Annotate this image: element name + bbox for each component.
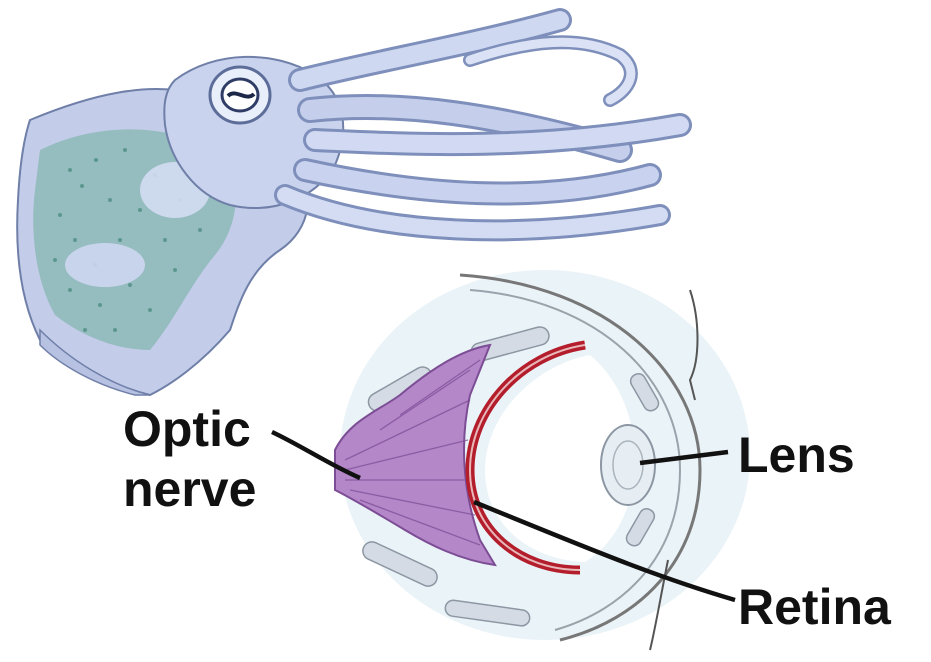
label-lens: Lens: [738, 427, 855, 483]
lens: [601, 425, 655, 505]
label-retina: Retina: [738, 579, 892, 635]
label-optic-line1: Optic: [123, 401, 251, 457]
eye-cross-section: [335, 270, 750, 650]
squid-arms: [285, 20, 680, 230]
label-optic-line2: nerve: [123, 461, 256, 517]
